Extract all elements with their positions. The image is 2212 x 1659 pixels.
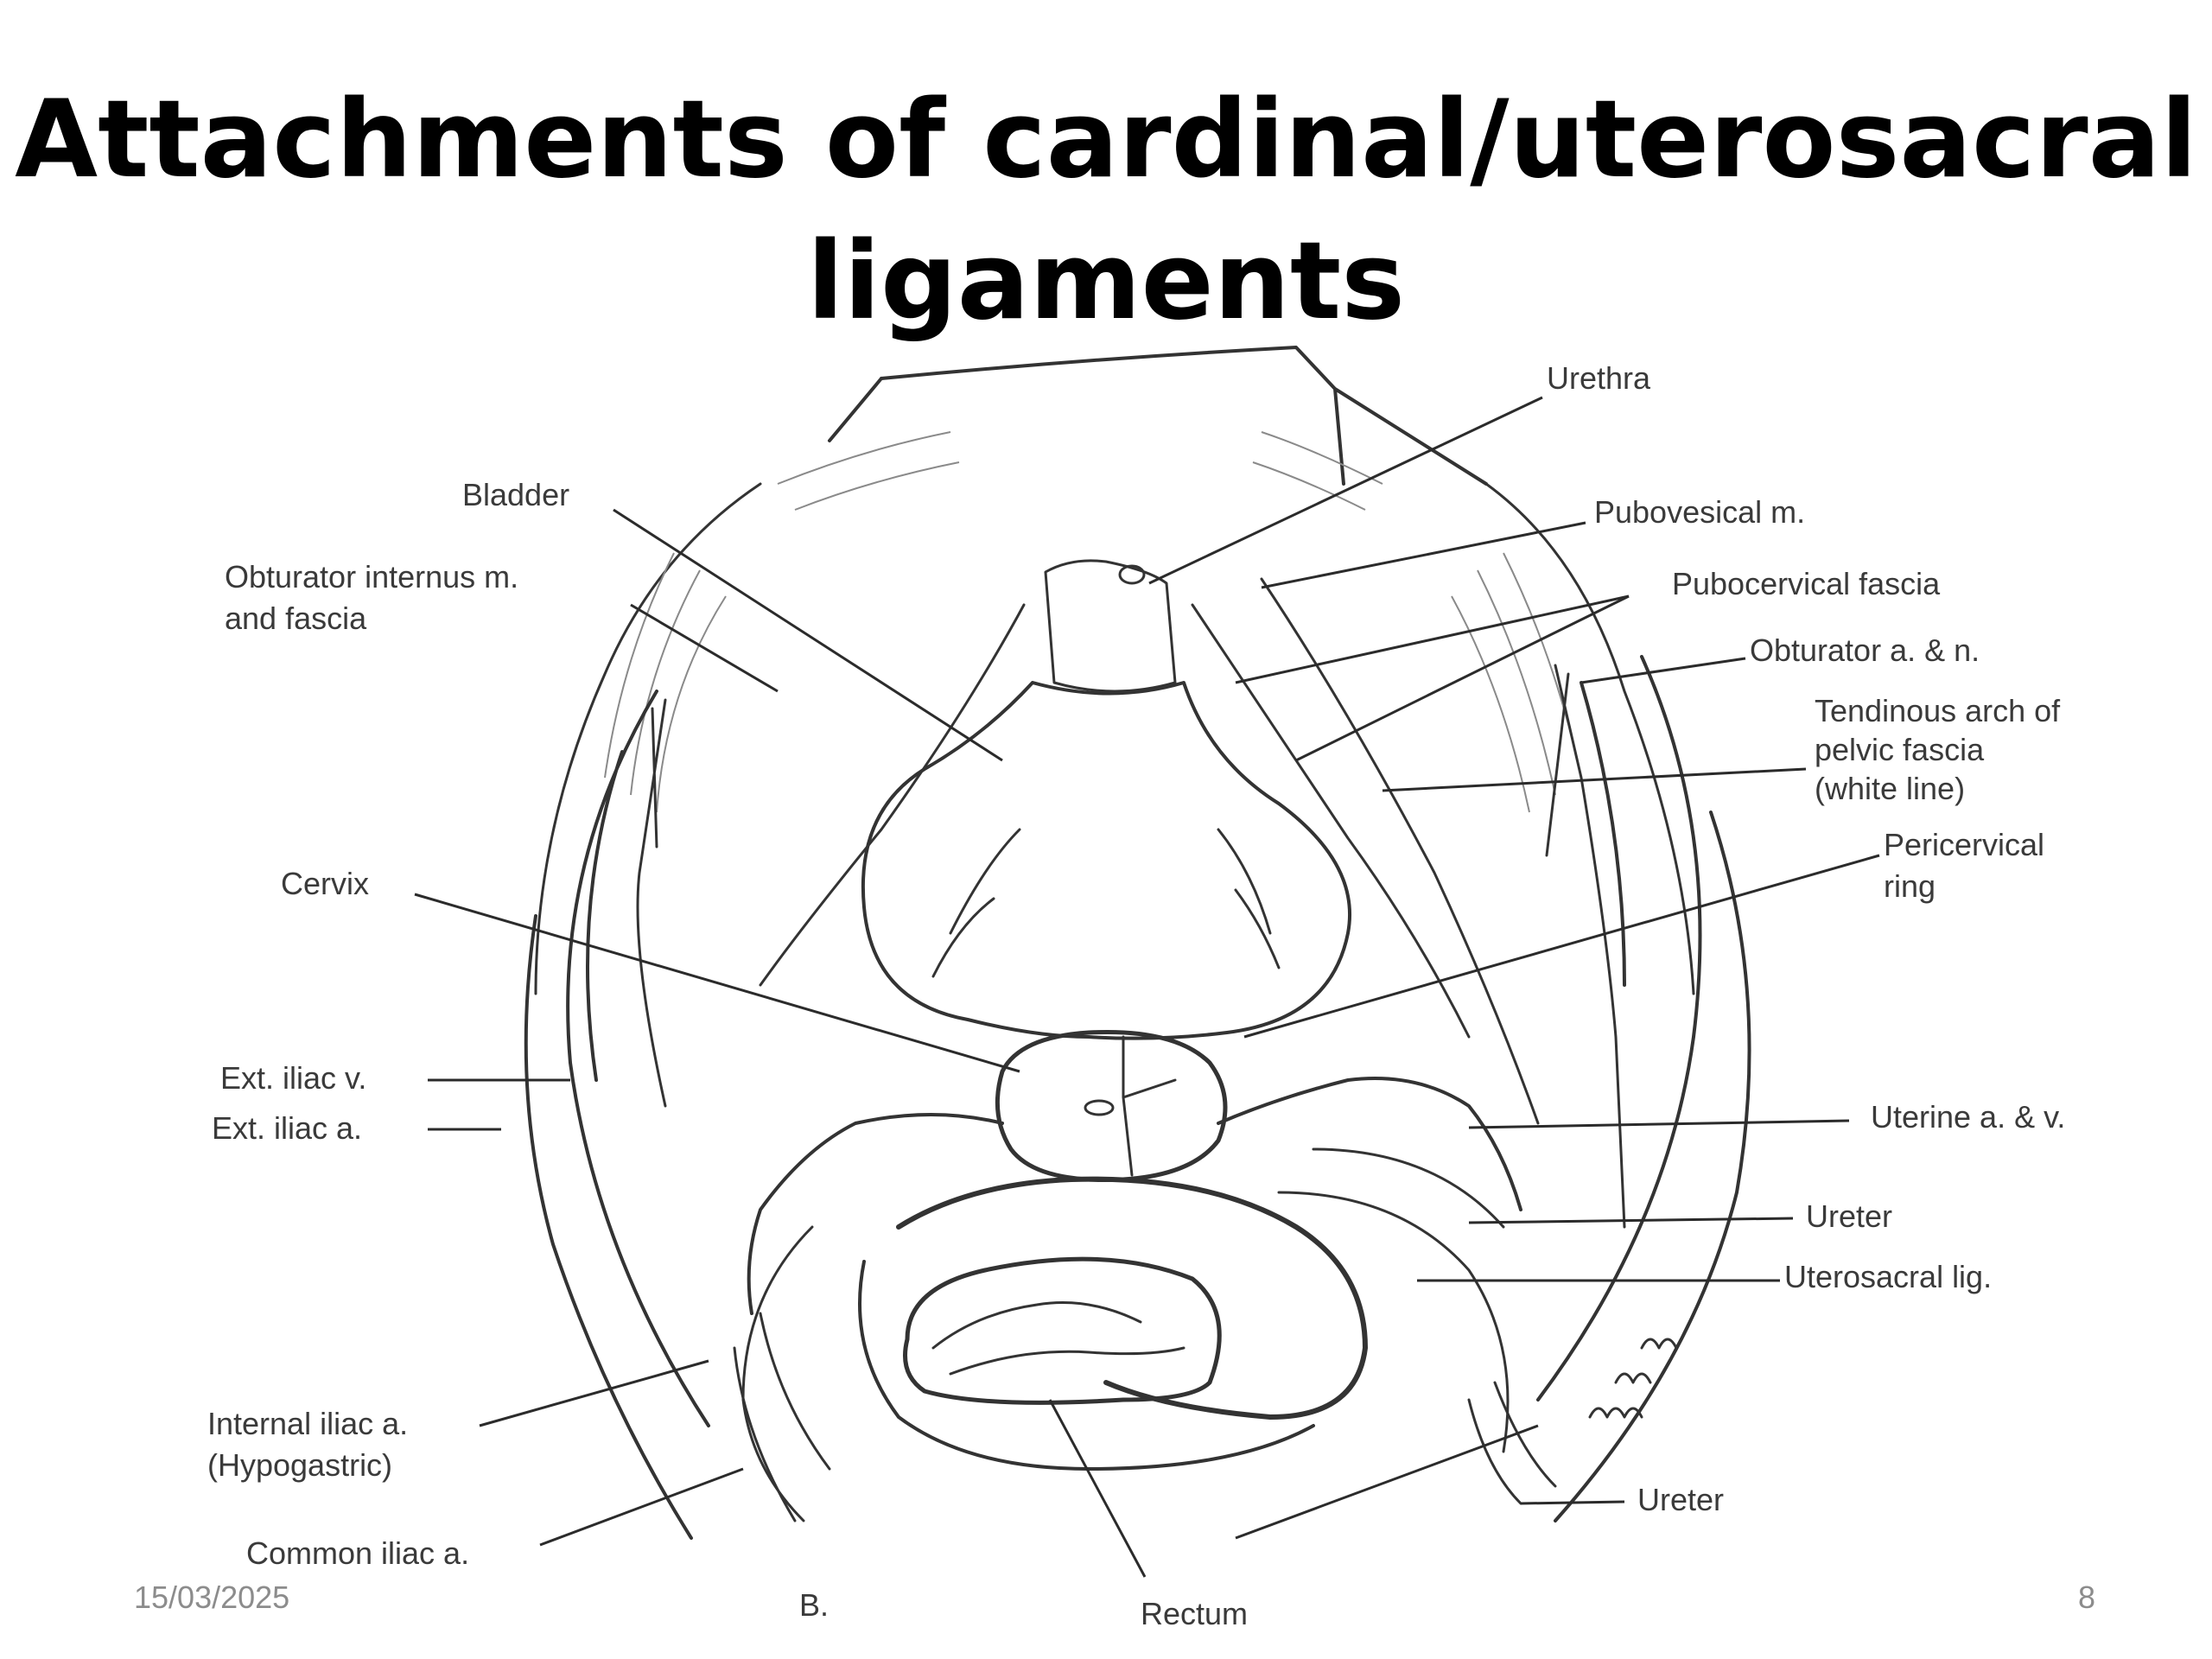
slide-page-number: 8 — [2078, 1580, 2096, 1615]
label-ext-iliac-v: Ext. iliac v. — [220, 1060, 366, 1096]
label-ureter-lower: Ureter — [1637, 1482, 1724, 1517]
leader-pericervical — [1243, 854, 1880, 1039]
label-tendinous-arch-2: pelvic fascia — [1815, 732, 1985, 767]
leader-uterine — [1468, 1119, 1850, 1129]
right-side-wall — [1536, 655, 1751, 1522]
leader-obturator-internus — [630, 603, 779, 693]
label-tendinous-arch-3: (white line) — [1815, 771, 1965, 806]
cervix-shape — [995, 1029, 1228, 1183]
left-ureteric-orifice — [931, 828, 1021, 978]
leader-rectum — [1048, 1399, 1147, 1578]
label-ext-iliac-a: Ext. iliac a. — [212, 1110, 362, 1146]
leader-pubocervical-2 — [1295, 594, 1630, 762]
leader-pubovesical — [1261, 521, 1586, 589]
leader-common-iliac — [539, 1467, 744, 1547]
left-side-wall — [524, 690, 710, 1540]
label-bladder: Bladder — [462, 477, 569, 512]
leader-ureter-lower-2 — [1235, 1424, 1539, 1540]
slide-title-line1: Attachments of cardinal/uterosacral — [15, 78, 2197, 202]
urethra-shape — [1044, 559, 1177, 693]
pubic-outline — [828, 346, 1488, 486]
right-pubocervical-band — [1191, 577, 1540, 1125]
label-uterosacral-lig: Uterosacral lig. — [1784, 1259, 1992, 1294]
label-obturator-internus-2: and fascia — [225, 601, 367, 636]
slide-date: 15/03/2025 — [134, 1580, 290, 1615]
label-internal-iliac-1: Internal iliac a. — [207, 1406, 408, 1441]
rectum-shape — [858, 1176, 1368, 1471]
diagram-labels: Urethra Bladder Obturator internus m. an… — [207, 360, 2065, 1631]
pelvic-floor-illustration — [524, 346, 1751, 1540]
left-ureter-lower — [733, 1312, 831, 1522]
label-obturator-an: Obturator a. & n. — [1750, 632, 1980, 668]
label-urethra: Urethra — [1547, 360, 1651, 396]
leader-pubocervical-1 — [1235, 594, 1630, 684]
uterosacral-ligaments — [741, 1147, 1510, 1522]
label-rectum: Rectum — [1141, 1596, 1248, 1631]
label-panel-letter: B. — [799, 1587, 829, 1623]
label-pericervical-1: Pericervical — [1884, 827, 2044, 862]
label-pubovesical: Pubovesical m. — [1594, 494, 1805, 530]
slide-title: Attachments of cardinal/uterosacral liga… — [0, 69, 2212, 353]
slide-title-line2: ligaments — [806, 219, 1406, 344]
label-pericervical-2: ring — [1884, 868, 1936, 904]
pelvic-bowl-outline — [534, 482, 1695, 995]
right-ureter-lower — [1467, 1381, 1557, 1505]
leader-lines — [414, 396, 1880, 1578]
leader-ureter-lower — [1520, 1500, 1625, 1505]
urethral-meatus — [1118, 564, 1146, 585]
label-uterine-av: Uterine a. & v. — [1871, 1099, 2065, 1135]
leader-internal-iliac — [479, 1359, 709, 1427]
label-tendinous-arch-1: Tendinous arch of — [1815, 693, 2061, 728]
bladder-shape — [861, 681, 1352, 1040]
left-obturator-vessel — [636, 698, 667, 1108]
leader-tendinous-arch — [1382, 767, 1807, 792]
left-pubocervical-band — [759, 603, 1026, 987]
label-pubocervical-fascia: Pubocervical fascia — [1672, 566, 1941, 601]
leader-bladder — [613, 508, 1003, 762]
leader-ureter-right — [1468, 1217, 1794, 1224]
label-internal-iliac-2: (Hypogastric) — [207, 1447, 392, 1483]
label-ureter-right: Ureter — [1806, 1198, 1892, 1234]
right-ureteric-orifice — [1217, 828, 1281, 969]
uterine-vessels — [747, 1077, 1522, 1315]
label-cervix: Cervix — [281, 866, 369, 901]
leader-urethra — [1148, 396, 1543, 585]
leader-cervix — [414, 893, 1020, 1073]
sacral-plexus-bumps — [1588, 1338, 1678, 1419]
pelvic-wall-hatching — [604, 431, 1582, 813]
label-common-iliac: Common iliac a. — [246, 1535, 469, 1571]
label-obturator-internus-1: Obturator internus m. — [225, 559, 518, 594]
leader-obturator-an — [1580, 657, 1746, 684]
right-obturator-vessel — [1545, 664, 1626, 1229]
